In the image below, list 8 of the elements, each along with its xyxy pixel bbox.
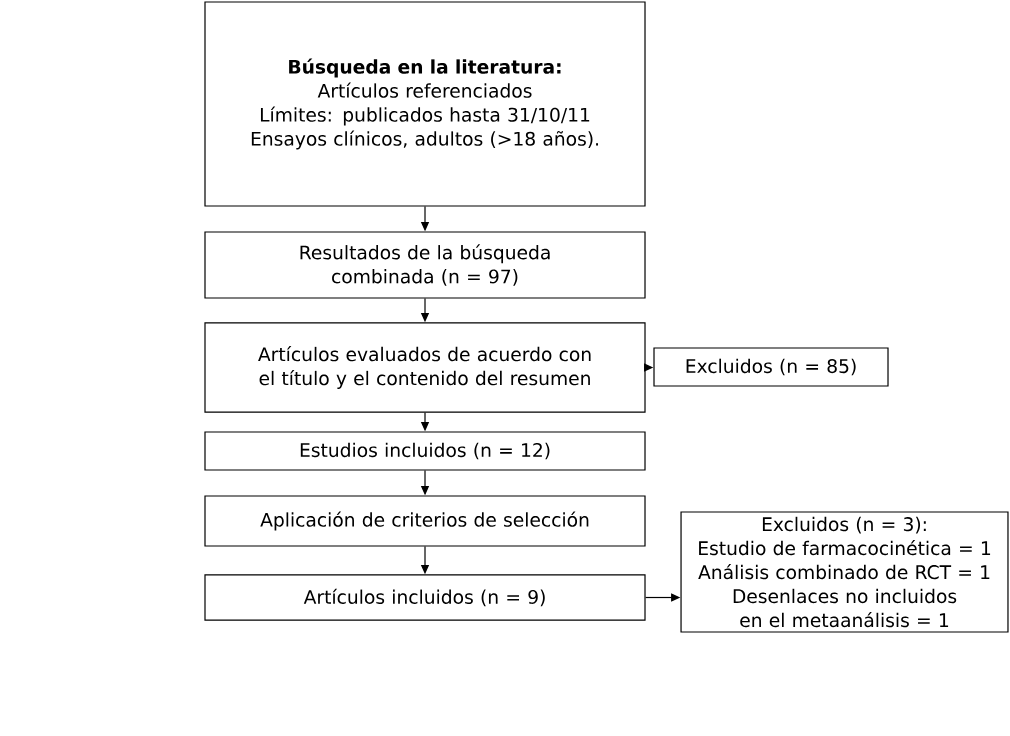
process-box: Resultados de la búsqueda combinada (n = 97) <box>204 231 646 299</box>
process-box: Excluidos (n = 3): Estudio de farmacocinética = 1 Análisis combinado de RCT = 1 Desenlaces no incluidos en el metaanálisis = 1 <box>680 511 1009 633</box>
process-box: Excluidos (n = 85) <box>653 347 889 387</box>
process-box: Búsqueda en la literatura: Artículos referenciados Límites: publicados hasta 31/10/11 Ensayos clínicos, adultos (>18 años). <box>204 1 646 207</box>
process-box: Estudios incluidos (n = 12) <box>204 431 646 471</box>
process-box: Artículos incluidos (n = 9) <box>204 574 646 621</box>
process-box: Artículos evaluados de acuerdo con el título y el contenido del resumen <box>204 322 646 413</box>
process-box: Aplicación de criterios de selección <box>204 495 646 547</box>
